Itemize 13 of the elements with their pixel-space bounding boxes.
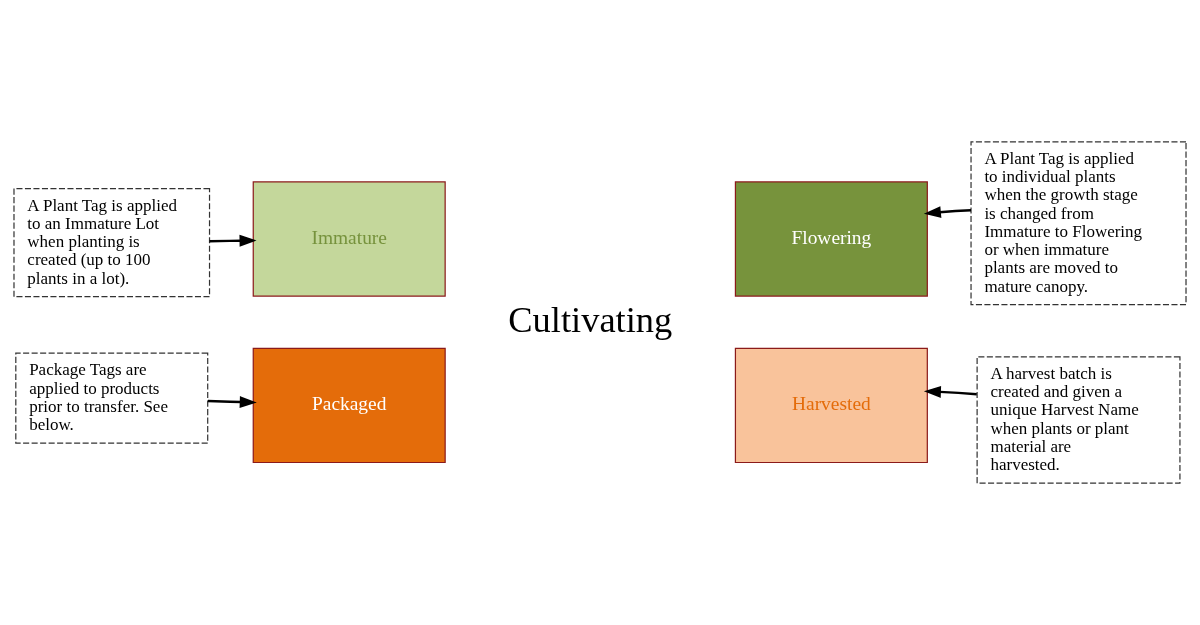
- arrow: [923, 206, 972, 219]
- arrow: [207, 396, 257, 409]
- node-box: Packaged: [252, 347, 446, 464]
- node-box: Flowering: [734, 181, 928, 297]
- node-box: Immature: [252, 181, 446, 297]
- arrow: [209, 234, 257, 247]
- node-box: A Plant Tag is applied to individual plants when the growth stage is changed from Immature to Flowering or when immature plants are moved to mature canopy.: [970, 141, 1187, 306]
- node-box: A harvest batch is created and given a unique Harvest Name when plants or plant material are harvested.: [976, 356, 1181, 484]
- arrow: [923, 385, 977, 398]
- node-box: Package Tags are applied to products prior to transfer. See below.: [15, 352, 209, 444]
- label: Cultivating: [508, 299, 673, 340]
- node-box: Harvested: [734, 347, 928, 464]
- node-box: A Plant Tag is applied to an Immature Lot when planting is created (up to 100 plants in a lot).: [13, 188, 211, 298]
